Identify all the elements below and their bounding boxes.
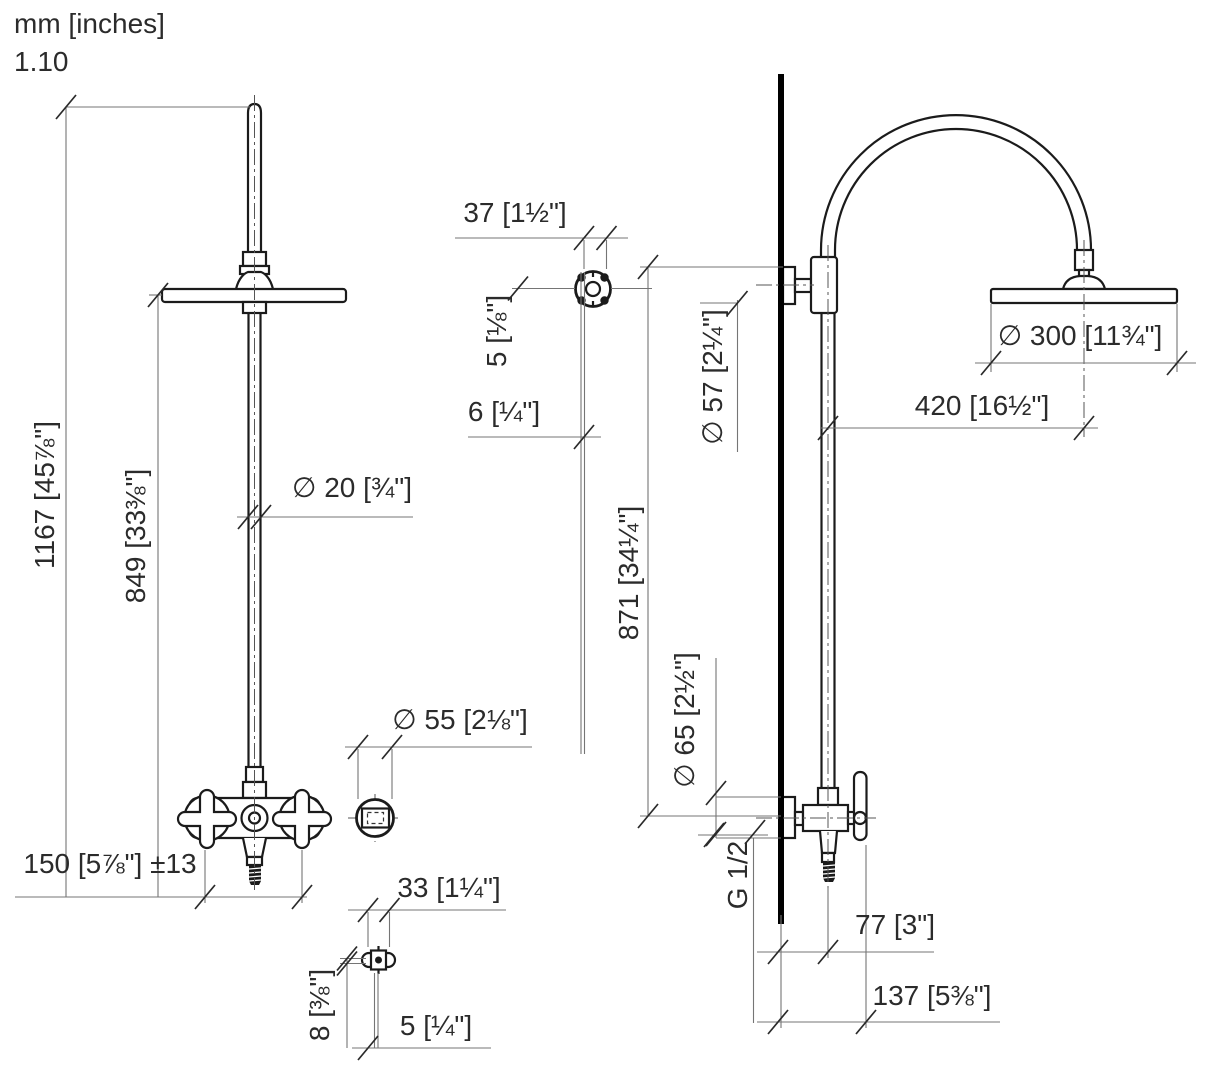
dim-arm-projection: 420 [16½"] xyxy=(914,390,1050,421)
dim-overall-height: 1167 [45⅞"] xyxy=(29,421,60,569)
cross-handle-left xyxy=(176,788,238,850)
dim-pipe-diameter: ∅ 20 [¾"] xyxy=(292,472,412,503)
outlet-escutcheon-detail xyxy=(348,794,402,842)
dim-bracket-gap: 5 [⅛"] xyxy=(481,294,512,368)
dim-riser-height: 871 [34¼"] xyxy=(613,505,644,641)
dim-valve-escutcheon-diameter: ∅ 65 [2½"] xyxy=(669,652,700,788)
dim-head-diameter: ∅ 300 [11¾"] xyxy=(997,320,1163,351)
dim-handle-width: 33 [1¼"] xyxy=(397,872,501,903)
dimension-lines xyxy=(15,106,1196,1049)
dim-wall-escutcheon-diameter: ∅ 57 [2¼"] xyxy=(697,309,728,445)
dim-handle-offset: 5 [¼"] xyxy=(399,1010,473,1041)
cross-handle-right xyxy=(271,788,333,850)
bracket-body xyxy=(809,255,839,315)
dim-outlet-thread: G 1/2 xyxy=(722,840,753,910)
dim-upper-height: 849 [33⅜"] xyxy=(120,468,151,604)
handle-side-detail xyxy=(360,946,397,974)
gooseneck-arm-outer xyxy=(819,113,1093,258)
threaded-outlet-side xyxy=(822,861,836,883)
units-label: mm [inches] xyxy=(14,8,165,39)
gooseneck-arm-inner xyxy=(833,127,1079,262)
side-view-drawing xyxy=(778,74,1179,924)
figure-number: 1.10 xyxy=(14,46,69,77)
dim-connection-spread: 150 [5⅞"] ±13 xyxy=(23,848,197,879)
dim-bracket-depth: 6 [¼"] xyxy=(467,396,541,427)
dim-outlet-escutcheon-diameter: ∅ 55 [2⅛"] xyxy=(392,704,528,735)
dim-handle-gap: 8 [⅜"] xyxy=(304,968,335,1042)
dim-spout-projection: 77 [3"] xyxy=(855,909,935,940)
centerlines xyxy=(254,95,1085,895)
dim-handle-projection: 137 [5⅜"] xyxy=(872,980,992,1011)
cross-handle-side xyxy=(852,770,868,842)
dim-bracket-width: 37 [1½"] xyxy=(463,197,567,228)
